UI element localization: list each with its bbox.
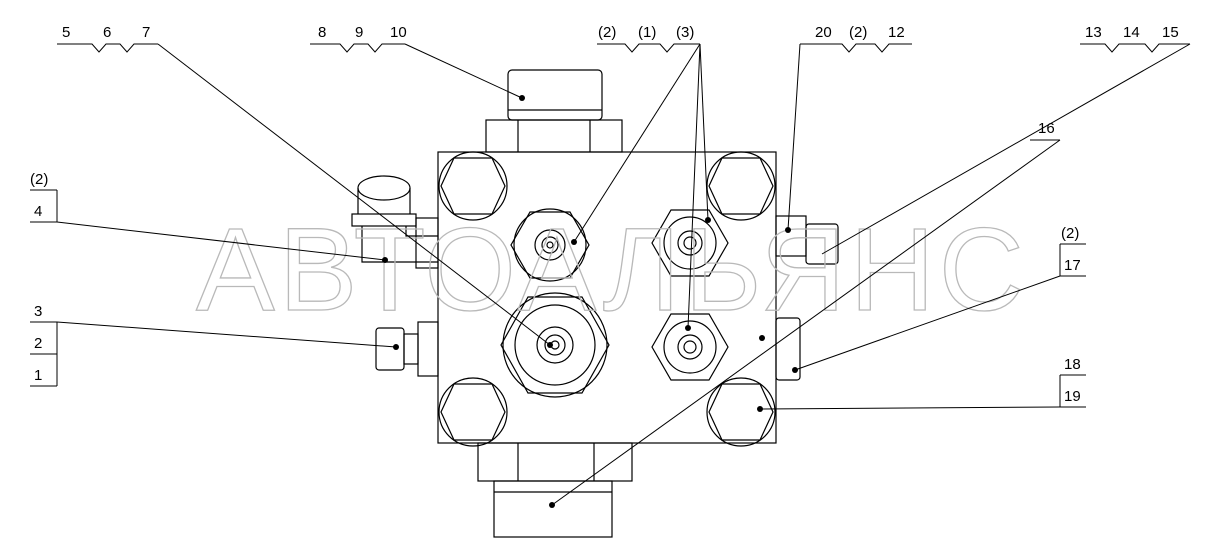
top-port-base	[485, 119, 623, 153]
label-16: 16	[1038, 120, 1055, 137]
label-4: 4	[34, 203, 42, 220]
label-10: 10	[390, 24, 407, 41]
label-17: 17	[1064, 257, 1081, 274]
bottom-port-cap	[493, 480, 613, 538]
label-paren-2b: (2)	[849, 24, 867, 41]
valve-lower-right	[651, 313, 729, 381]
bolt-top-right	[706, 151, 776, 221]
label-underlines	[30, 43, 1190, 408]
leader-lines	[56, 43, 1191, 506]
bolt-bottom-right	[706, 377, 776, 447]
bottom-port-base	[477, 442, 633, 482]
valve-upper-left	[510, 208, 590, 282]
label-2: 2	[34, 335, 42, 352]
bolt-top-left	[438, 151, 508, 221]
top-port-cap	[507, 69, 603, 121]
leader-dots	[382, 95, 798, 508]
label-13: 13	[1085, 24, 1102, 41]
watermark: АВТОАЛЬЯНС	[196, 204, 1028, 336]
bolt-bottom-left	[438, 377, 508, 447]
label-7: 7	[142, 24, 150, 41]
label-15: 15	[1162, 24, 1179, 41]
label-paren-3: (3)	[676, 24, 694, 41]
label-paren-2d: (2)	[1061, 225, 1079, 242]
label-5: 5	[62, 24, 70, 41]
label-19: 19	[1064, 388, 1081, 405]
label-1: 1	[34, 367, 42, 384]
label-12: 12	[888, 24, 905, 41]
left-elbow-fitting	[357, 175, 411, 201]
label-14: 14	[1123, 24, 1140, 41]
label-paren-2c: (2)	[30, 171, 48, 188]
valve-center-large	[500, 292, 610, 398]
label-20: 20	[815, 24, 832, 41]
valve-body-geometry	[351, 69, 839, 538]
right-lower-fitting	[775, 317, 801, 381]
callout-labels: 5 6 7 8 9 10 (2) (1) (3) 20 (2) 12 13 14…	[30, 24, 1179, 405]
label-18: 18	[1064, 356, 1081, 373]
label-paren-1: (1)	[638, 24, 656, 41]
label-8: 8	[318, 24, 326, 41]
label-3: 3	[34, 303, 42, 320]
label-9: 9	[355, 24, 363, 41]
label-paren-2a: (2)	[598, 24, 616, 41]
label-6: 6	[103, 24, 111, 41]
